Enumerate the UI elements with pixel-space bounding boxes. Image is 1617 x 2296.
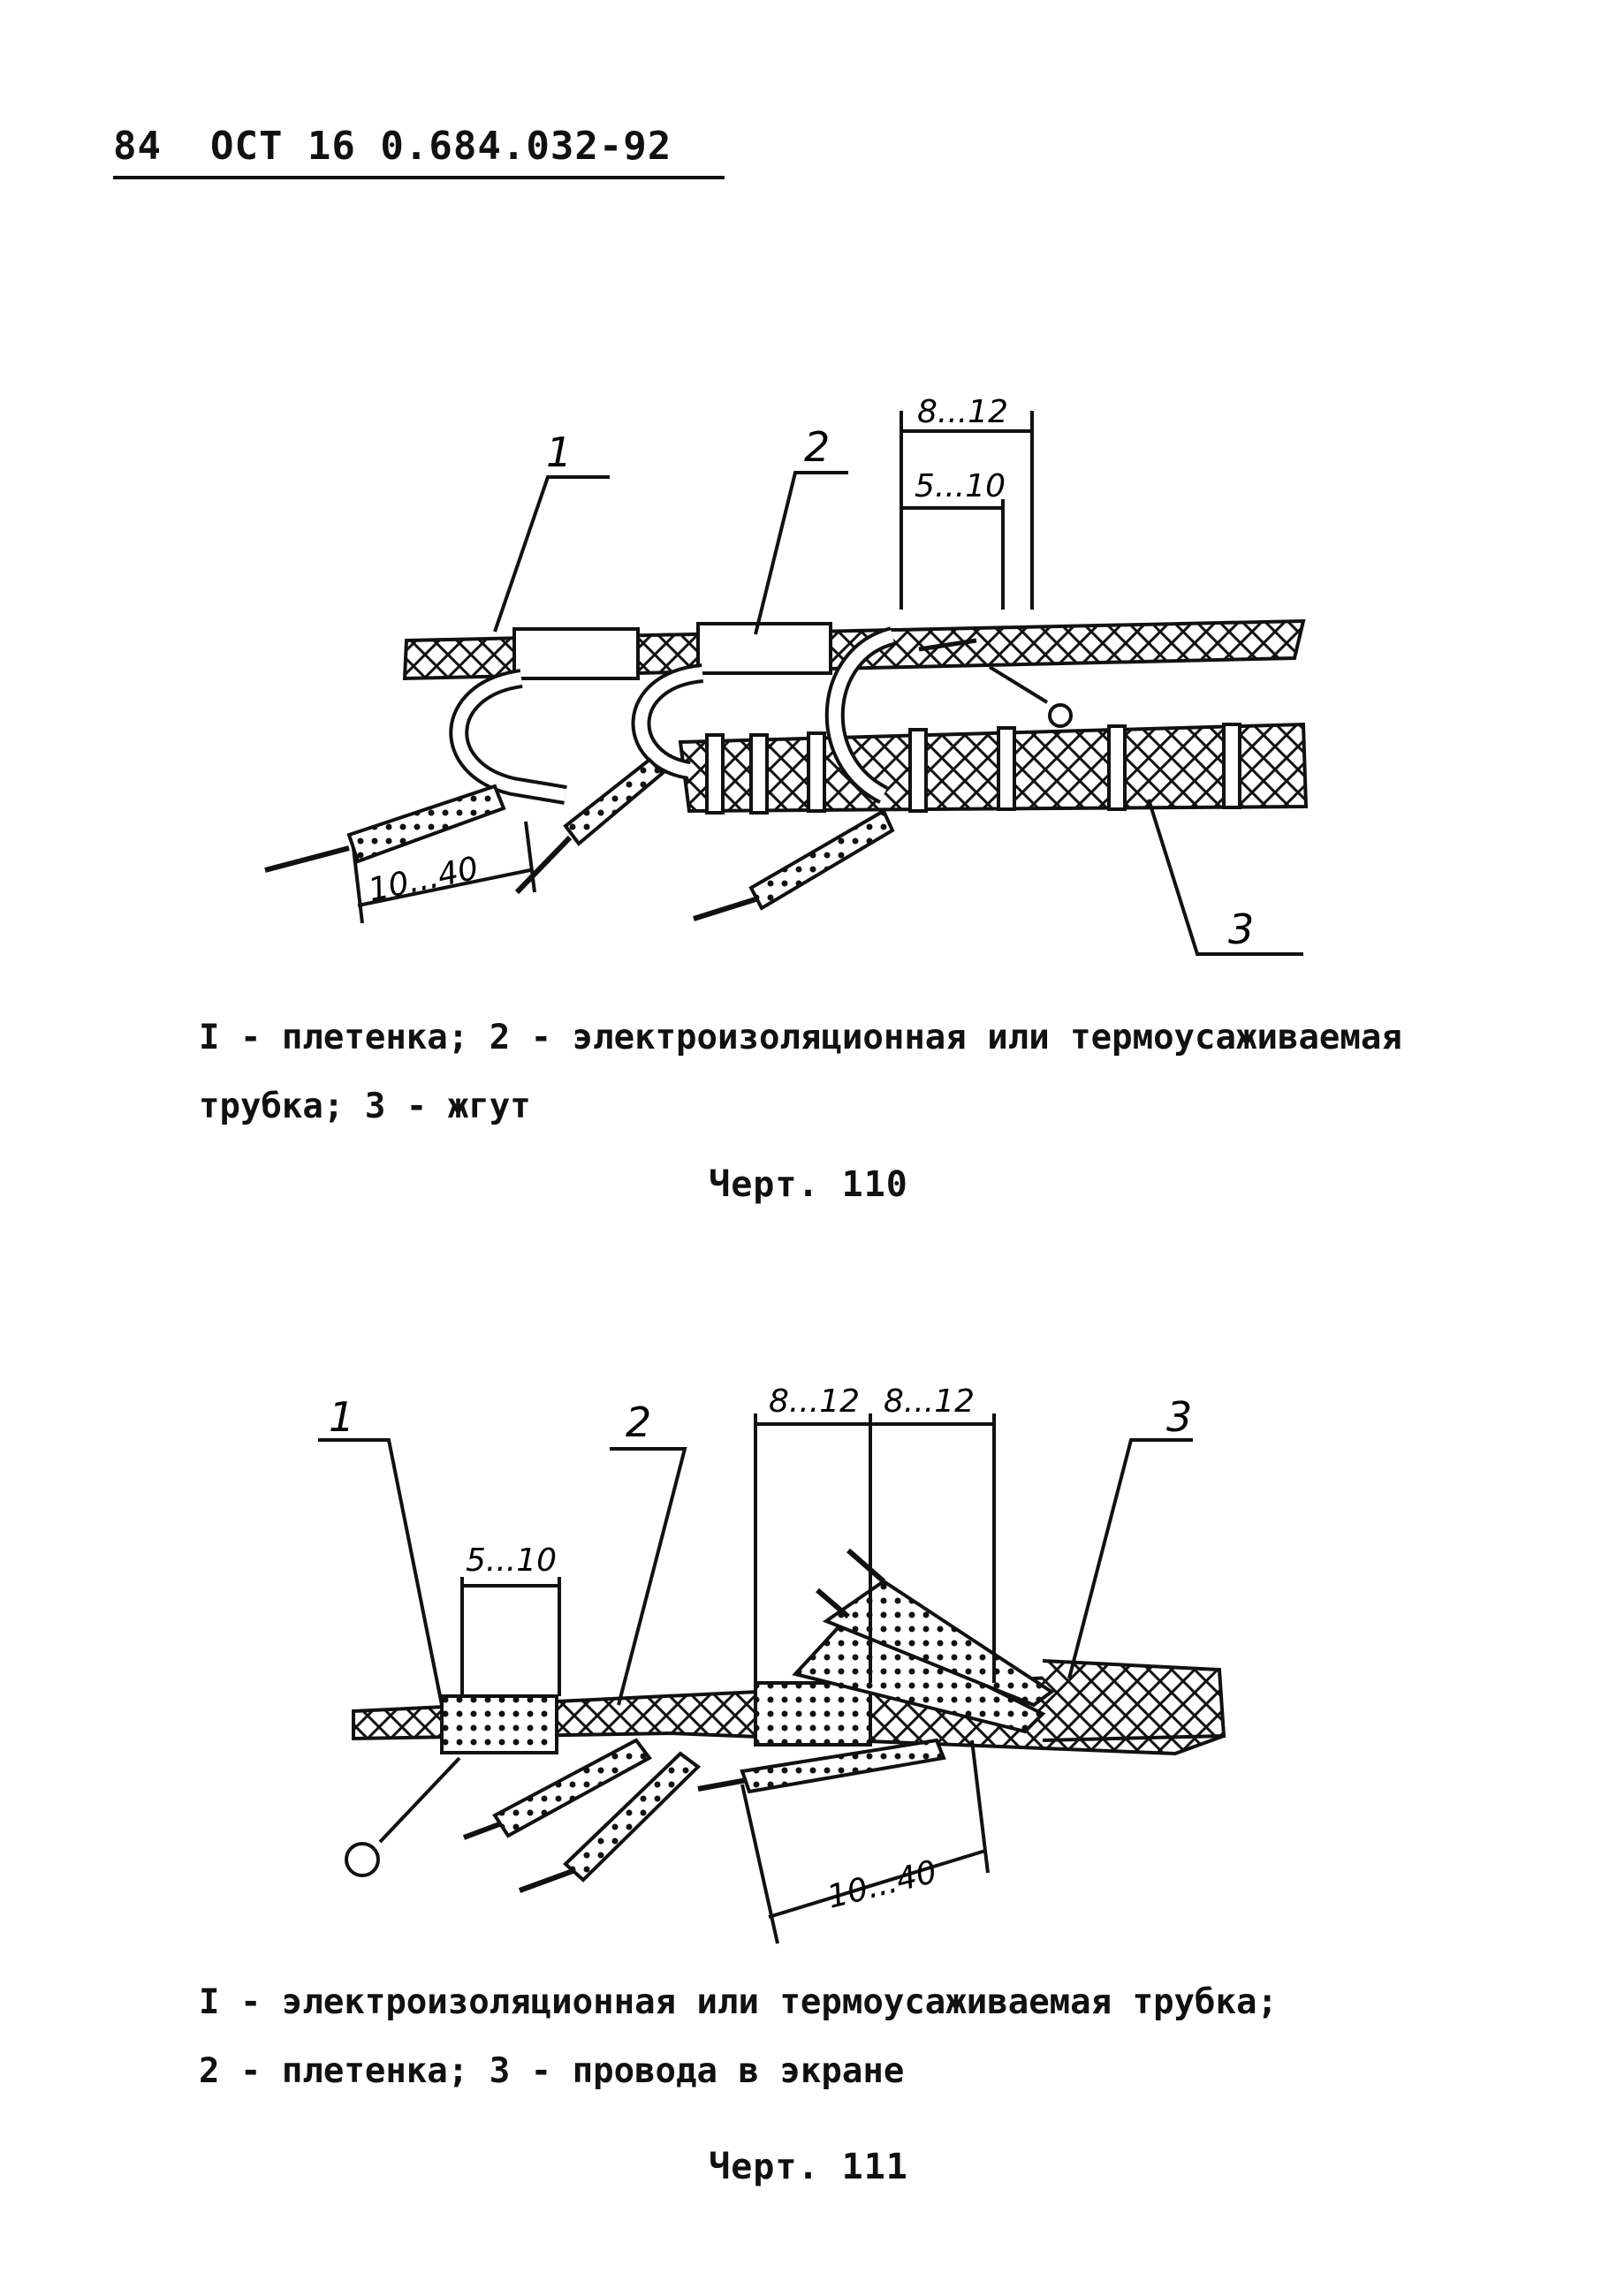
figure-111-label: Черт. 111 (709, 2147, 908, 2187)
caption-111: I - электроизоляционная или термоусажива… (199, 1968, 1454, 2106)
dim-10-40: 10...40 (365, 851, 482, 909)
figure-110-drawing: 1 2 3 8...12 5...10 10...40 (264, 394, 1309, 956)
callout-2: 2 (804, 423, 830, 471)
caption-110-line-1: I - плетенка; 2 - электроизоляционная ил… (199, 1018, 1402, 1057)
figure-111-drawing: 1 2 3 8...12 8...12 5...10 10...40 (318, 1383, 1226, 1944)
caption-111-line-1: I - электроизоляционная или термоусажива… (199, 1982, 1278, 2022)
figure-110-label: Черт. 110 (709, 1164, 908, 1205)
callout-2: 2 (626, 1398, 651, 1446)
callout-3: 3 (1166, 1393, 1192, 1441)
caption-110: I - плетенка; 2 - электроизоляционная ил… (199, 1004, 1454, 1141)
dim-5-10: 5...10 (466, 1542, 557, 1579)
dim-5-10: 5...10 (915, 468, 1006, 504)
page-number: 84 (113, 124, 162, 169)
callout-3: 3 (1228, 906, 1254, 953)
standard-code: ОСТ 16 0.684.032-92 (209, 124, 672, 169)
callout-1: 1 (329, 1393, 354, 1441)
caption-111-line-2: 2 - плетенка; 3 - провода в экране (199, 2051, 905, 2091)
callout-1: 1 (546, 428, 572, 476)
dim-8-12-right: 8...12 (884, 1383, 975, 1420)
dim-8-12: 8...12 (917, 394, 1008, 430)
page-header: 84 ОСТ 16 0.684.032-92 (113, 124, 725, 179)
dim-10-40: 10...40 (824, 1853, 940, 1915)
dim-8-12-left: 8...12 (769, 1383, 860, 1420)
caption-110-line-2: трубка; 3 - жгут (199, 1087, 531, 1126)
